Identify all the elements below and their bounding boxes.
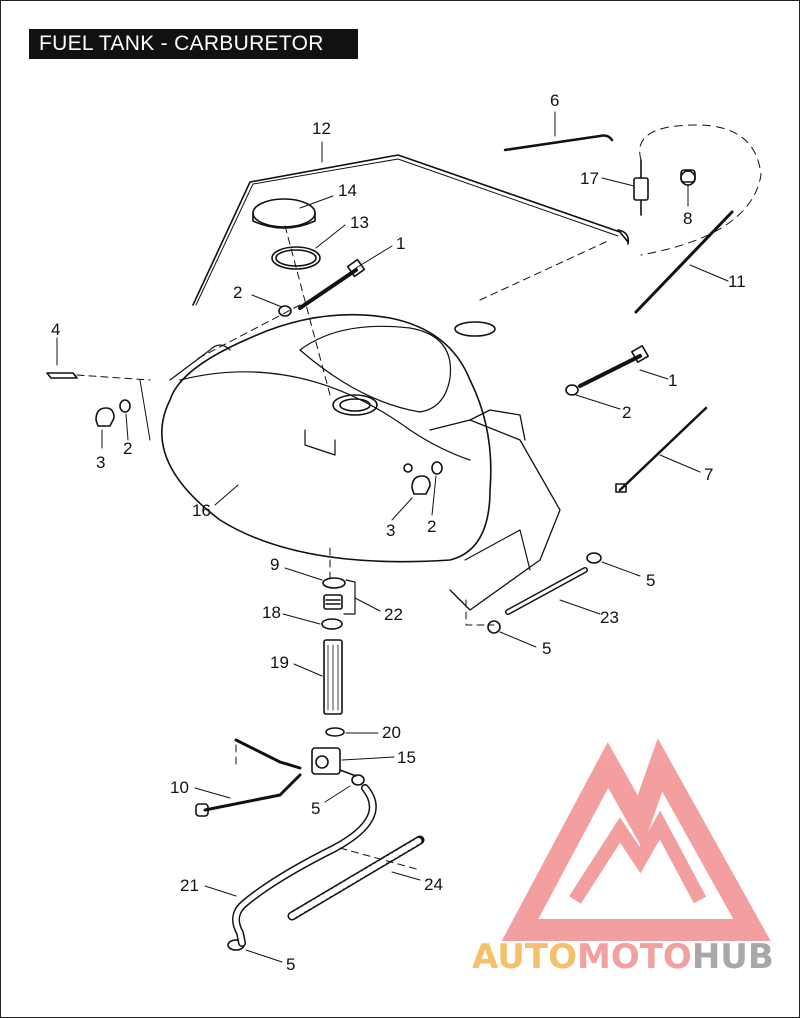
fuel-cap-14 bbox=[252, 198, 316, 229]
callout-1-right: 1 bbox=[668, 371, 677, 390]
callout-12: 12 bbox=[312, 119, 331, 138]
gasket-13 bbox=[271, 246, 321, 270]
nut-3-left bbox=[95, 407, 115, 427]
fitting-22 bbox=[323, 594, 343, 610]
cable-strap-6 bbox=[503, 134, 614, 152]
callout-labels: 12 6 17 8 14 13 1 2 11 4 1 2 3 2 7 16 3 … bbox=[51, 91, 746, 974]
callout-3-left: 3 bbox=[96, 453, 105, 472]
watermark-text: AUTOMOTOHUB bbox=[472, 937, 774, 977]
callout-10: 10 bbox=[170, 778, 189, 797]
bolt-1-upper bbox=[298, 268, 358, 310]
callout-7: 7 bbox=[704, 465, 713, 484]
callout-8: 8 bbox=[683, 209, 692, 228]
nut-3-lower bbox=[411, 475, 431, 495]
callout-2-left: 2 bbox=[123, 439, 132, 458]
callout-2-upper: 2 bbox=[233, 283, 242, 302]
callout-15: 15 bbox=[397, 748, 416, 767]
clamp-5b bbox=[487, 620, 501, 634]
callout-24: 24 bbox=[424, 875, 443, 894]
callout-1-upper: 1 bbox=[396, 234, 405, 253]
callout-23: 23 bbox=[600, 608, 619, 627]
callout-19: 19 bbox=[270, 653, 289, 672]
callout-5-a: 5 bbox=[646, 571, 655, 590]
callout-5-b: 5 bbox=[542, 639, 551, 658]
callout-13: 13 bbox=[350, 213, 369, 232]
cable-strap-7 bbox=[618, 406, 708, 492]
svg-text:AUTOMOTOHUB: AUTOMOTOHUB bbox=[472, 937, 774, 977]
callout-18: 18 bbox=[262, 603, 281, 622]
washer-2-left bbox=[119, 399, 131, 413]
callout-5-d: 5 bbox=[286, 955, 295, 974]
watermark-part-auto: AUTO bbox=[472, 937, 577, 977]
callout-9: 9 bbox=[270, 555, 279, 574]
washer-2-lower bbox=[431, 461, 443, 475]
clip-8 bbox=[680, 169, 696, 186]
strainer-19 bbox=[323, 639, 343, 715]
callout-3-lower: 3 bbox=[386, 521, 395, 540]
callout-16: 16 bbox=[192, 501, 211, 520]
watermark-part-moto: MOTO bbox=[577, 937, 692, 977]
bolt-1-right bbox=[578, 354, 642, 388]
washer-20 bbox=[325, 727, 345, 737]
callout-6: 6 bbox=[550, 91, 559, 110]
callout-14: 14 bbox=[338, 181, 357, 200]
clamp-5a bbox=[586, 552, 602, 564]
watermark-logo bbox=[501, 738, 771, 941]
clamp-5c bbox=[351, 774, 365, 786]
callout-20: 20 bbox=[382, 723, 401, 742]
callout-17: 17 bbox=[580, 169, 599, 188]
callout-2-right: 2 bbox=[622, 403, 631, 422]
lever-10 bbox=[234, 738, 302, 770]
vent-line-12 bbox=[192, 154, 629, 306]
washer-2-upper bbox=[278, 305, 292, 317]
watermark-part-hub: HUB bbox=[692, 937, 774, 977]
callout-21: 21 bbox=[180, 876, 199, 895]
washer-2-right bbox=[565, 384, 579, 396]
fuel-tank-16 bbox=[139, 313, 561, 611]
seal-18 bbox=[321, 618, 343, 630]
callout-11: 11 bbox=[728, 272, 746, 291]
callout-2-lower: 2 bbox=[427, 517, 436, 536]
rod-11 bbox=[634, 210, 734, 314]
callout-5-c: 5 bbox=[311, 799, 320, 818]
valve-17 bbox=[633, 159, 649, 216]
diagram-title: FUEL TANK - CARBURETOR bbox=[29, 29, 358, 59]
clip-nut-4 bbox=[46, 372, 78, 379]
callout-22: 22 bbox=[384, 605, 403, 624]
petcock-15 bbox=[311, 747, 357, 777]
o-ring-9 bbox=[322, 577, 346, 589]
callout-4: 4 bbox=[51, 320, 60, 339]
